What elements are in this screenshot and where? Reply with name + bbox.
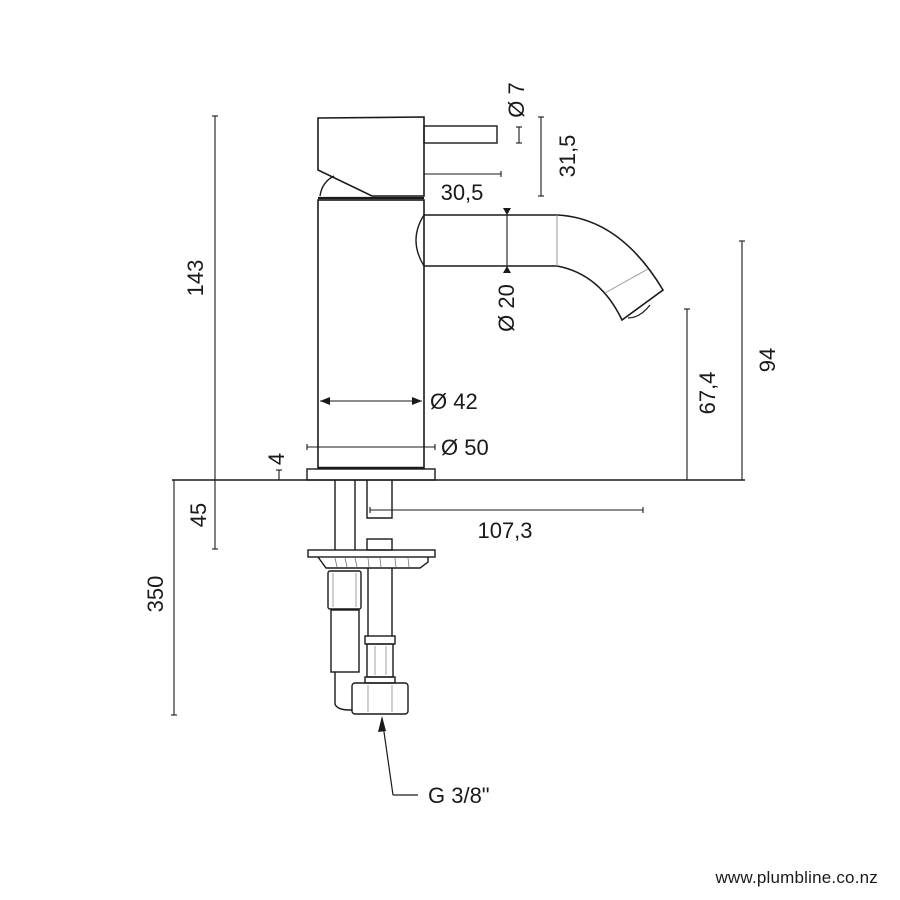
dim-spout-reach: 107,3 — [477, 518, 532, 543]
spout — [415, 214, 665, 322]
dim-handle-length: 30,5 — [441, 180, 484, 205]
dim-spout-diameter: Ø 20 — [494, 284, 519, 332]
dim-shank-length: 45 — [186, 503, 211, 527]
dim-spout-top-height: 94 — [755, 348, 780, 372]
dim-hose-length: 350 — [143, 576, 168, 613]
dimension-lines — [171, 115, 745, 716]
connection-thread-label: G 3/8" — [428, 783, 490, 808]
leader-arrowhead — [378, 716, 386, 732]
dim-base-thickness: 4 — [264, 453, 289, 465]
thread-leader — [381, 717, 418, 796]
lever-handle — [317, 116, 498, 200]
dim-body-diameter: Ø 42 — [430, 389, 478, 414]
dim-handle-height: 31,5 — [555, 135, 580, 178]
dim-handle-diameter: Ø 7 — [504, 82, 529, 117]
dim-overall-height: 143 — [183, 260, 208, 297]
website-footer: www.plumbline.co.nz — [715, 868, 878, 887]
dim-spout-outlet-height: 67,4 — [695, 372, 720, 415]
tap-body — [306, 199, 436, 481]
dim-base-diameter: Ø 50 — [441, 435, 489, 460]
below-deck-assembly — [307, 480, 436, 715]
